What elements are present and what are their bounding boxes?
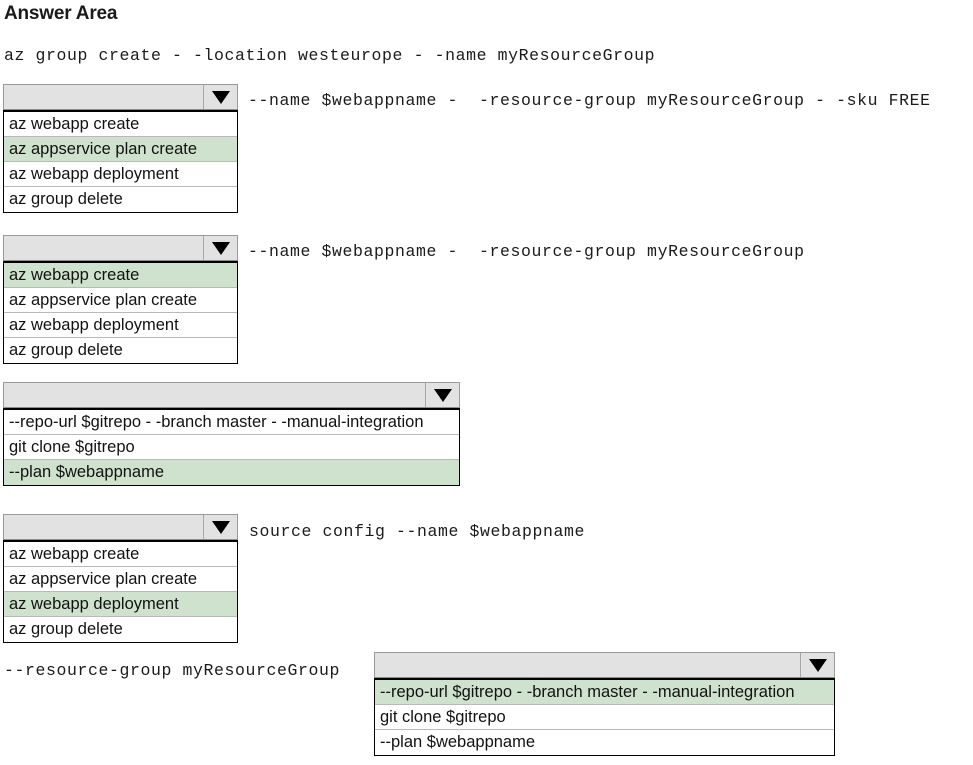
list-item[interactable]: --repo-url $gitrepo - -branch master - -… xyxy=(4,410,459,435)
dropdown-1-value[interactable] xyxy=(4,85,204,109)
dropdown-2[interactable]: az webapp create az appservice plan crea… xyxy=(3,235,238,364)
list-item[interactable]: --plan $webappname xyxy=(4,460,459,485)
chevron-down-icon[interactable] xyxy=(426,383,459,407)
list-item[interactable]: az group delete xyxy=(4,338,237,363)
dropdown-5-header[interactable] xyxy=(374,652,835,678)
dropdown-2-value[interactable] xyxy=(4,236,204,260)
list-item[interactable]: az webapp create xyxy=(4,542,237,567)
chevron-down-glyph xyxy=(211,520,230,534)
command-fragment-after-dropdown-4: source config --name $webappname xyxy=(249,522,586,541)
list-item[interactable]: az group delete xyxy=(4,617,237,642)
dropdown-5-value[interactable] xyxy=(375,653,801,677)
chevron-down-glyph xyxy=(211,90,230,104)
list-item[interactable]: --repo-url $gitrepo - -branch master - -… xyxy=(375,680,834,705)
list-item[interactable]: git clone $gitrepo xyxy=(375,705,834,730)
dropdown-4-header[interactable] xyxy=(3,514,238,540)
list-item[interactable]: az appservice plan create xyxy=(4,288,237,313)
dropdown-2-list[interactable]: az webapp create az appservice plan crea… xyxy=(3,261,238,364)
dropdown-3-list[interactable]: --repo-url $gitrepo - -branch master - -… xyxy=(3,408,460,486)
list-item[interactable]: az appservice plan create xyxy=(4,137,237,162)
dropdown-3-header[interactable] xyxy=(3,382,460,408)
dropdown-5[interactable]: --repo-url $gitrepo - -branch master - -… xyxy=(374,652,835,756)
chevron-down-icon[interactable] xyxy=(204,85,237,109)
chevron-down-glyph xyxy=(433,388,452,402)
chevron-down-glyph xyxy=(211,241,230,255)
list-item[interactable]: az webapp deployment xyxy=(4,313,237,338)
list-item[interactable]: az webapp create xyxy=(4,263,237,288)
page-title: Answer Area xyxy=(4,3,118,24)
dropdown-4-list[interactable]: az webapp create az appservice plan crea… xyxy=(3,540,238,643)
chevron-down-icon[interactable] xyxy=(801,653,834,677)
dropdown-3[interactable]: --repo-url $gitrepo - -branch master - -… xyxy=(3,382,460,486)
chevron-down-icon[interactable] xyxy=(204,236,237,260)
chevron-down-icon[interactable] xyxy=(204,515,237,539)
dropdown-4-value[interactable] xyxy=(4,515,204,539)
dropdown-1-header[interactable] xyxy=(3,84,238,110)
command-line-1: az group create - -location westeurope -… xyxy=(4,46,656,65)
list-item[interactable]: az webapp create xyxy=(4,112,237,137)
dropdown-5-list[interactable]: --repo-url $gitrepo - -branch master - -… xyxy=(374,678,835,756)
list-item[interactable]: az webapp deployment xyxy=(4,162,237,187)
chevron-down-glyph xyxy=(808,658,827,672)
list-item[interactable]: az group delete xyxy=(4,187,237,212)
command-fragment-after-dropdown-1: --name $webappname - -resource-group myR… xyxy=(248,91,931,110)
command-fragment-before-dropdown-5: --resource-group myResourceGroup xyxy=(4,661,341,680)
dropdown-1-list[interactable]: az webapp create az appservice plan crea… xyxy=(3,110,238,213)
dropdown-4[interactable]: az webapp create az appservice plan crea… xyxy=(3,514,238,643)
command-fragment-after-dropdown-2: --name $webappname - -resource-group myR… xyxy=(248,242,805,261)
dropdown-2-header[interactable] xyxy=(3,235,238,261)
list-item[interactable]: az webapp deployment xyxy=(4,592,237,617)
list-item[interactable]: git clone $gitrepo xyxy=(4,435,459,460)
list-item[interactable]: az appservice plan create xyxy=(4,567,237,592)
list-item[interactable]: --plan $webappname xyxy=(375,730,834,755)
dropdown-1[interactable]: az webapp create az appservice plan crea… xyxy=(3,84,238,213)
dropdown-3-value[interactable] xyxy=(4,383,426,407)
